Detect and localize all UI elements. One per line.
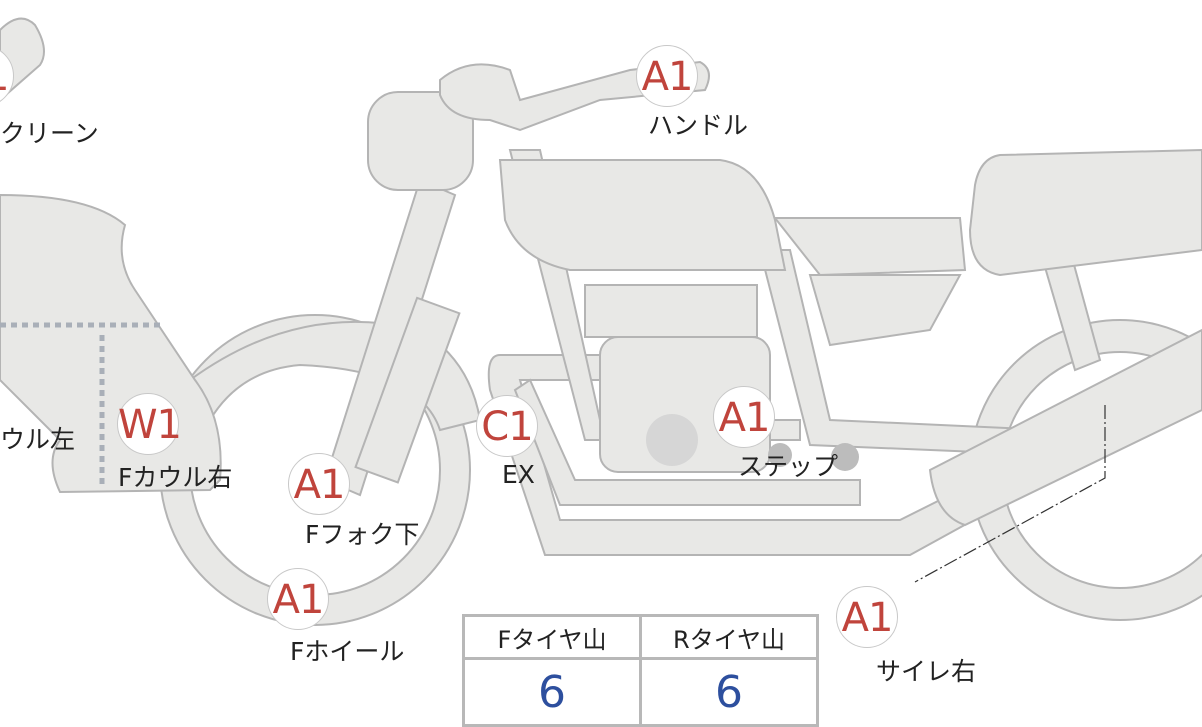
side-cover <box>772 217 967 277</box>
badge-fcowl-right: W1 <box>117 393 182 455</box>
label-handle: ハンドル <box>648 111 749 140</box>
badge-handle: A1 <box>636 45 698 107</box>
muffler <box>928 328 1202 527</box>
label-screen: クリーン <box>0 119 99 148</box>
label-ffork: Fフォク下 <box>305 520 420 549</box>
label-fwheel: Fホイール <box>290 637 405 666</box>
label-fcowl-right: Fカウル右 <box>118 463 233 492</box>
label-step: ステップ <box>738 452 839 481</box>
headlight <box>367 91 474 191</box>
badge-silencer: A1 <box>836 586 898 648</box>
tire-tread-table: Fタイヤ山 Rタイヤ山 6 6 <box>462 614 819 727</box>
front-tire-value: 6 <box>462 657 642 727</box>
front-tire-header: Fタイヤ山 <box>462 614 642 660</box>
engine-top <box>584 284 758 338</box>
fuel-tank <box>498 159 787 271</box>
badge-ffork: A1 <box>288 453 350 515</box>
rear-tire-value: 6 <box>639 657 819 727</box>
rear-tire-header: Rタイヤ山 <box>639 614 819 660</box>
label-fcowl-left: ウル左 <box>0 425 76 454</box>
step-peg <box>768 443 792 467</box>
seat <box>968 148 1202 277</box>
badge-ex: C1 <box>476 395 538 457</box>
badge-step: A1 <box>713 386 775 448</box>
label-ex: EX <box>502 460 535 489</box>
label-silencer: サイレ右 <box>876 657 977 686</box>
badge-fwheel: A1 <box>267 568 329 630</box>
